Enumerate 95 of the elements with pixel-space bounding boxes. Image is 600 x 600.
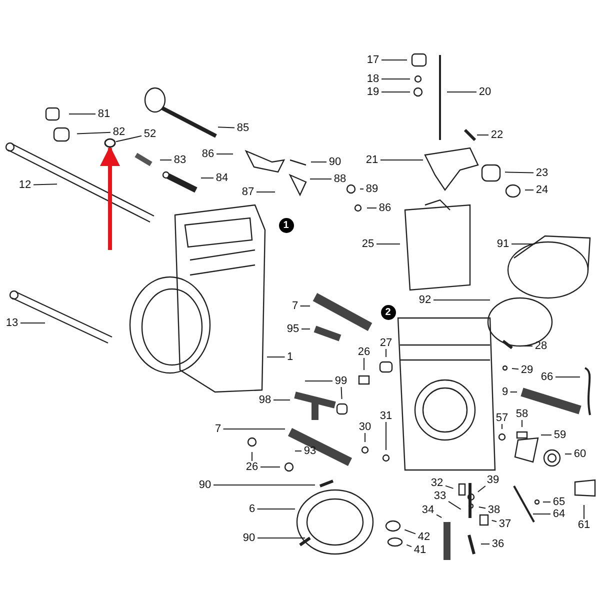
callout-badge: 1 — [278, 218, 294, 232]
arrow — [100, 146, 120, 250]
callout-number: 33 — [432, 490, 448, 502]
leader-line — [555, 376, 580, 378]
leader-line — [360, 188, 364, 190]
leader-line — [448, 500, 462, 510]
leader-line — [116, 135, 142, 142]
callout-number: 84 — [214, 172, 230, 184]
callout-number: 81 — [96, 108, 112, 120]
o-ring-icon — [104, 138, 116, 148]
leader-line — [76, 132, 111, 134]
callout-number: 30 — [356, 421, 374, 433]
leader-line — [304, 380, 333, 382]
leader-line — [222, 428, 286, 430]
callout-number: 92 — [416, 294, 434, 306]
callout-number: 7 — [290, 300, 300, 312]
leader-line — [478, 506, 486, 509]
callout-number: 21 — [364, 154, 380, 166]
callout-number: 25 — [360, 238, 376, 250]
callout-number: 28 — [532, 340, 550, 352]
leader-line — [340, 386, 342, 400]
callout-number: 32 — [428, 477, 446, 489]
callout-number: 99 — [332, 375, 350, 387]
callout-number: 23 — [534, 167, 550, 179]
leader-line — [213, 484, 316, 486]
leader-line — [491, 520, 497, 522]
callout-number: 61 — [576, 519, 592, 531]
leader-line — [301, 328, 310, 330]
leader-line — [404, 529, 416, 534]
callout-number: 6 — [246, 503, 258, 515]
callout-number: 65 — [550, 496, 568, 508]
callout-number: 26 — [356, 346, 372, 358]
callout-number: 90 — [196, 479, 214, 491]
leader-line — [406, 544, 412, 548]
callout-number: 37 — [496, 518, 514, 530]
callout-badge: 2 — [380, 304, 396, 320]
callout-number: 29 — [518, 364, 536, 376]
leader-line — [476, 134, 489, 136]
callout-number: 91 — [494, 238, 512, 250]
callout-number: 89 — [364, 183, 380, 195]
callout-number: 17 — [364, 54, 382, 66]
callout-number: 98 — [256, 394, 274, 406]
leader-line — [218, 126, 235, 128]
callout-number: 36 — [490, 538, 506, 550]
leader-line — [540, 434, 552, 436]
callout-number: 12 — [16, 179, 34, 191]
callout-number: 38 — [486, 504, 502, 516]
callout-number: 58 — [514, 408, 530, 420]
callout-number: 85 — [234, 122, 252, 134]
leader-line — [266, 356, 286, 358]
callout-number: 39 — [484, 474, 502, 486]
callout-number: 1 — [284, 351, 296, 363]
leader-line — [33, 184, 58, 186]
leader-line — [381, 78, 410, 80]
callout-number: 52 — [142, 128, 158, 140]
callout-number: 19 — [364, 86, 382, 98]
callout-number: 13 — [4, 317, 20, 329]
callout-number: 7 — [212, 423, 224, 435]
callout-number: 64 — [550, 508, 568, 520]
callout-number: 93 — [302, 445, 318, 457]
callout-number: 88 — [332, 173, 348, 185]
leader-line — [364, 432, 366, 442]
callout-number: 90 — [326, 156, 344, 168]
callout-number: 26 — [244, 461, 260, 473]
leader-line — [511, 368, 519, 370]
callout-number: 42 — [416, 531, 432, 543]
callout-number: 34 — [420, 504, 436, 516]
callout-number: 31 — [378, 410, 394, 422]
callout-number: 87 — [240, 186, 256, 198]
callout-number: 95 — [284, 323, 302, 335]
callout-number: 24 — [534, 184, 550, 196]
callout-number: 9 — [500, 386, 510, 398]
callout-number: 83 — [172, 154, 188, 166]
callout-number: 27 — [378, 337, 394, 349]
callout-number: 59 — [552, 429, 568, 441]
callout-number: 41 — [412, 544, 428, 556]
callout-number: 60 — [572, 448, 588, 460]
callout-number: 90 — [240, 532, 258, 544]
leader-line — [294, 450, 302, 452]
leader-line — [504, 172, 534, 174]
callout-number: 86 — [200, 148, 216, 160]
callout-number: 20 — [476, 86, 494, 98]
leader-line — [445, 485, 454, 489]
callout-number: 86 — [376, 202, 394, 214]
callout-number: 82 — [110, 126, 128, 138]
callout-number: 18 — [364, 73, 382, 85]
callout-number: 22 — [488, 129, 506, 141]
leader-line — [256, 508, 296, 510]
leader-line — [436, 514, 442, 518]
leader-line — [477, 486, 486, 492]
callout-number: 66 — [538, 371, 556, 383]
leader-line — [20, 322, 46, 324]
leader-line — [310, 178, 332, 180]
leader-line — [260, 466, 280, 468]
callout-number: 57 — [494, 412, 510, 424]
